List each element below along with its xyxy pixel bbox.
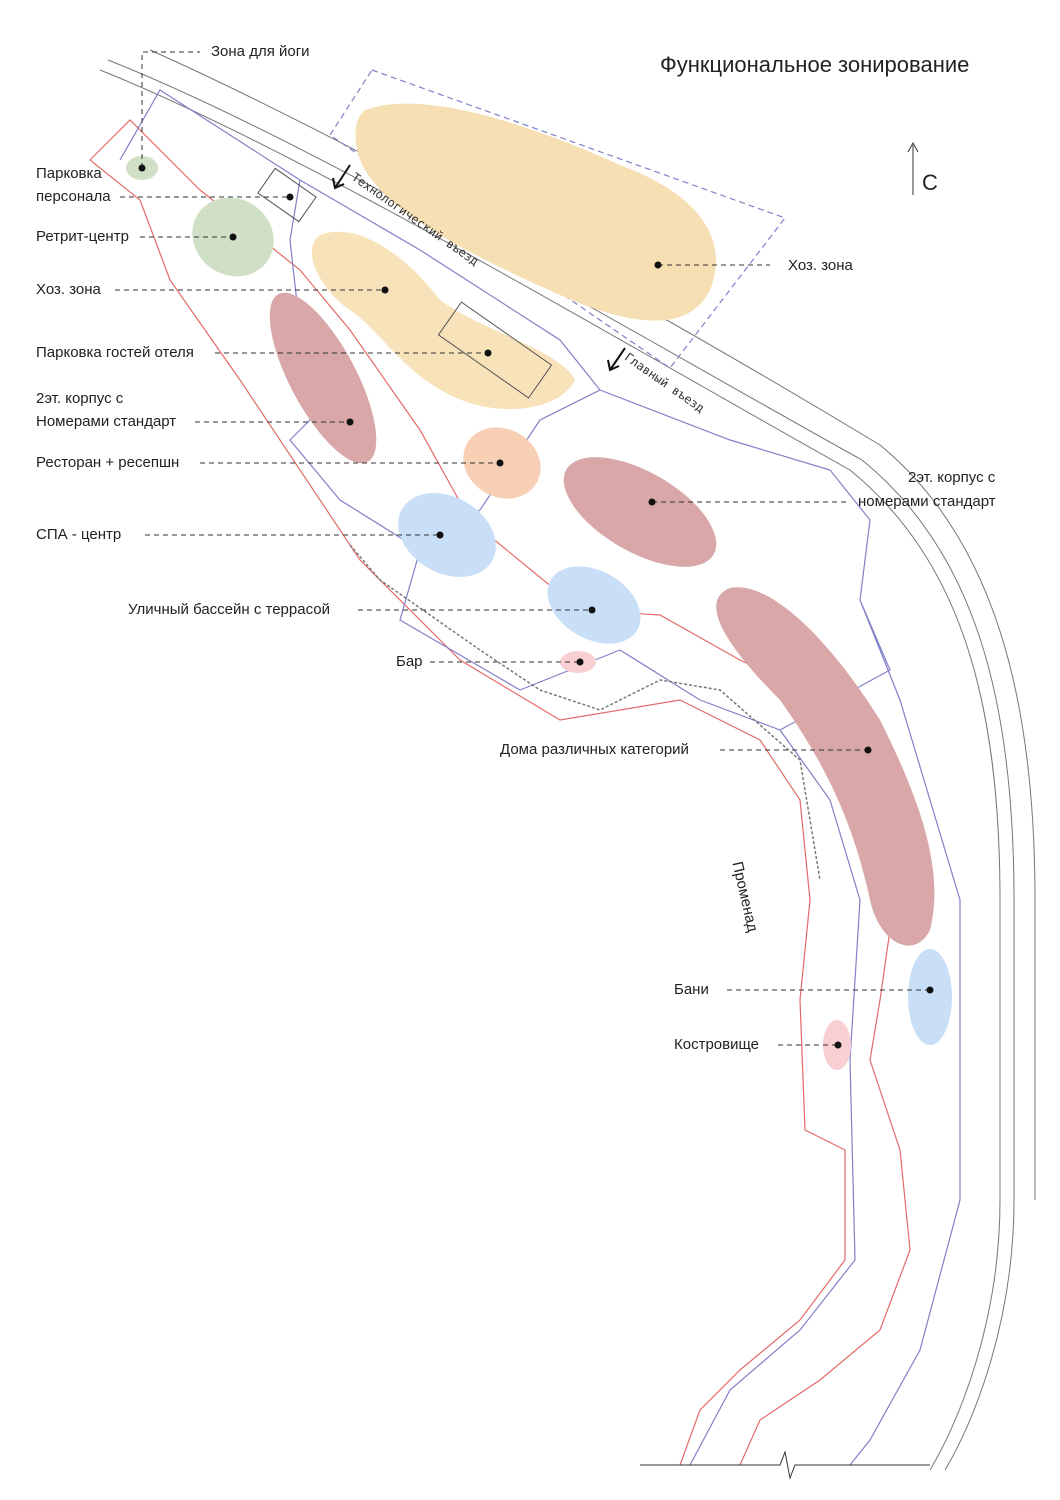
label-block-right-2: номерами стандарт <box>858 493 996 510</box>
zone-service-right <box>355 103 716 321</box>
label-block-right-1: 2эт. корпус с <box>908 469 996 486</box>
zone-dots <box>138 164 934 1049</box>
zone-service-left <box>311 231 575 410</box>
label-block-left-2: Номерами стандарт <box>36 413 177 430</box>
entry-arrows <box>332 164 626 372</box>
lot-boundary-blue <box>119 89 961 1466</box>
label-yoga: Зона для йоги <box>211 43 310 60</box>
label-service-left: Хоз. зона <box>36 281 101 298</box>
north-arrow <box>907 141 919 195</box>
label-guest-parking: Парковка гостей отеля <box>36 344 194 361</box>
zone-pool <box>547 566 641 644</box>
label-firepit: Костровище <box>674 1036 759 1053</box>
map-title: Функциональное зонирование <box>660 52 970 77</box>
zones <box>126 103 952 1070</box>
cliff-edge <box>349 544 821 881</box>
label-spa: СПА - центр <box>36 526 122 543</box>
zone-spa <box>398 493 496 577</box>
label-staff-parking-2: персонала <box>36 188 111 205</box>
site-boundary-red <box>89 119 911 1466</box>
label-pool: Уличный бассейн с террасой <box>128 601 330 618</box>
label-service-right: Хоз. зона <box>788 257 853 274</box>
label-restaurant: Ресторан + ресепшн <box>36 454 180 471</box>
label-banya: Бани <box>674 981 709 998</box>
leaders <box>115 51 930 1046</box>
staff-parking-block <box>257 167 317 223</box>
label-block-left-1: 2эт. корпус с <box>36 390 124 407</box>
service-zone-right-envelope <box>329 69 786 369</box>
label-bar: Бар <box>396 653 423 670</box>
zone-block-right <box>563 457 717 567</box>
label-staff-parking-1: Парковка <box>36 165 102 182</box>
guest-parking-block <box>437 301 553 399</box>
north-label: С <box>922 170 938 195</box>
break-line <box>640 1450 930 1480</box>
zone-houses <box>716 587 935 946</box>
label-houses: Дома различных категорий <box>500 741 689 758</box>
zone-banya <box>908 949 952 1045</box>
label-retreat: Ретрит-центр <box>36 228 129 245</box>
